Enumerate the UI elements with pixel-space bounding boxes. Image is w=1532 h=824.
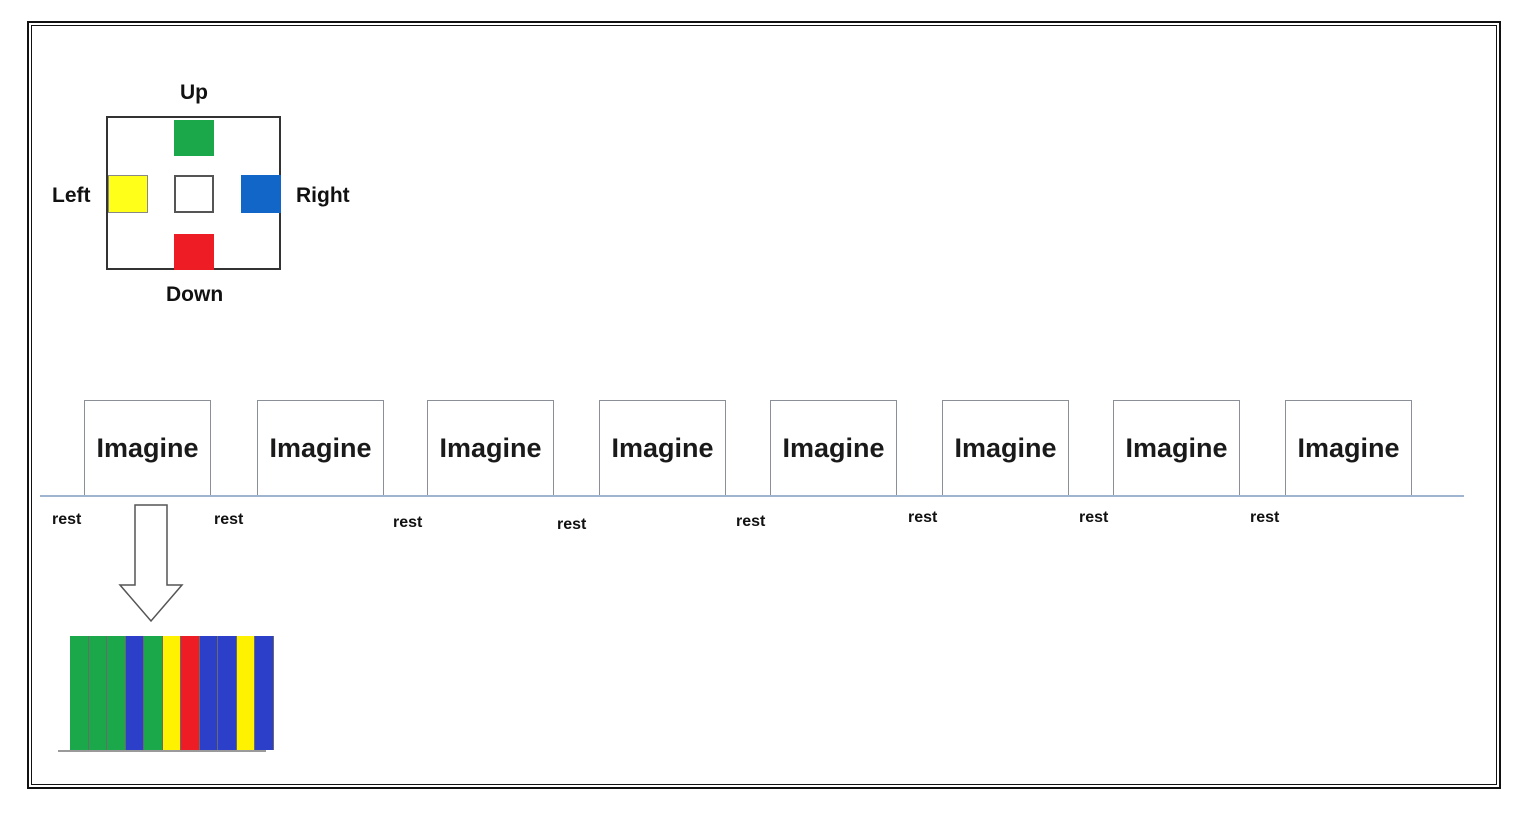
rest-label: rest <box>736 513 766 530</box>
label-up: Up <box>180 81 208 104</box>
outer-frame <box>27 21 1501 789</box>
center-square <box>174 175 214 213</box>
rest-label: rest <box>214 511 244 528</box>
inner-frame <box>31 25 1497 785</box>
imagine-box: Imagine <box>427 400 554 496</box>
down-square <box>174 234 214 270</box>
cue-bar-green <box>88 636 107 750</box>
cue-sequence-bars <box>70 636 274 750</box>
cue-bar-blue <box>125 636 144 750</box>
down-arrow-icon <box>118 504 184 623</box>
left-square <box>108 175 148 213</box>
direction-cue-box <box>106 116 281 270</box>
label-right: Right <box>296 184 350 207</box>
imagine-box: Imagine <box>257 400 384 496</box>
timeline-axis <box>40 495 1464 497</box>
cue-bar-green <box>144 636 163 750</box>
up-square <box>174 120 214 156</box>
imagine-box: Imagine <box>1285 400 1412 496</box>
imagine-label: Imagine <box>611 432 714 463</box>
imagine-label: Imagine <box>269 432 372 463</box>
cue-bar-yellow <box>162 636 181 750</box>
rest-label: rest <box>52 511 82 528</box>
cue-bar-blue <box>255 636 274 750</box>
imagine-label: Imagine <box>782 432 885 463</box>
imagine-box: Imagine <box>942 400 1069 496</box>
imagine-box: Imagine <box>599 400 726 496</box>
cue-bar-yellow <box>236 636 255 750</box>
rest-label: rest <box>1079 509 1109 526</box>
cue-bar-green <box>70 636 89 750</box>
rest-label: rest <box>908 509 938 526</box>
imagine-label: Imagine <box>954 432 1057 463</box>
imagine-label: Imagine <box>96 432 199 463</box>
cue-bar-red <box>181 636 200 750</box>
imagine-label: Imagine <box>1125 432 1228 463</box>
imagine-label: Imagine <box>1297 432 1400 463</box>
imagine-box: Imagine <box>770 400 897 496</box>
right-square <box>241 175 281 213</box>
rest-label: rest <box>557 516 587 533</box>
label-left: Left <box>52 184 91 207</box>
cue-bar-green <box>107 636 126 750</box>
imagine-box: Imagine <box>1113 400 1240 496</box>
label-down: Down <box>166 283 224 306</box>
cue-bar-blue <box>199 636 218 750</box>
cue-sequence-baseline <box>58 750 266 752</box>
imagine-box: Imagine <box>84 400 211 496</box>
rest-label: rest <box>393 514 423 531</box>
imagine-label: Imagine <box>439 432 542 463</box>
rest-label: rest <box>1250 509 1280 526</box>
cue-bar-blue <box>218 636 237 750</box>
